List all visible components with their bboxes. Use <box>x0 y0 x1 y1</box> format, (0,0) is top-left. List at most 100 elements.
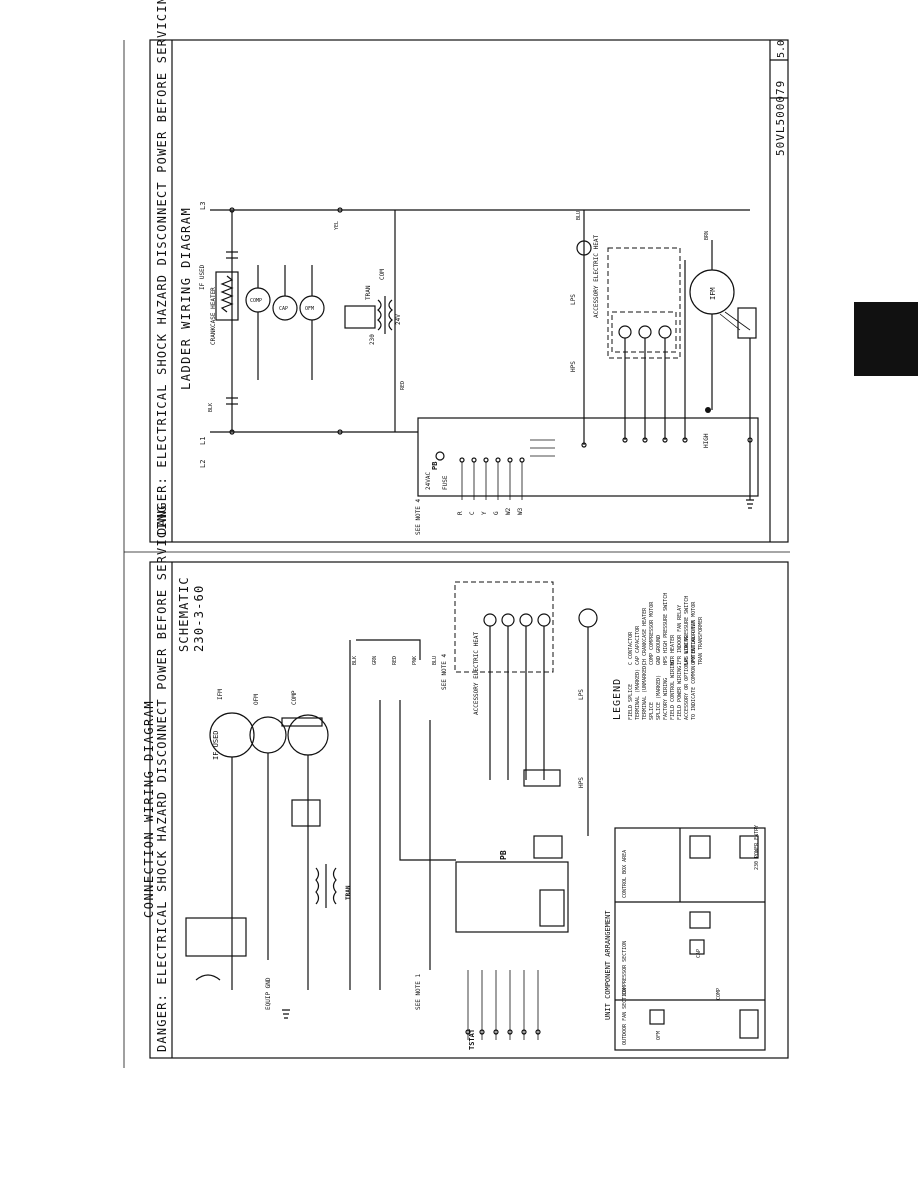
connection-danger-text: DANGER: ELECTRICAL SHOCK HAZARD DISCONNE… <box>155 504 169 1052</box>
conn-ofm-motor <box>249 716 287 754</box>
ladder-230-label: 230 <box>369 334 376 345</box>
ladder-l1-label: L1 <box>199 437 207 445</box>
ladder-contactor-coil <box>576 240 592 256</box>
arr-ofm: OFM <box>656 1031 662 1040</box>
arr-outdoor-fan-section: OUTDOOR FAN SECTION <box>622 988 628 1045</box>
legend-item: FIELD CONTROL WIRING <box>670 660 676 720</box>
conn-see-note-1: SEE NOTE 1 <box>415 973 422 1010</box>
ladder-tran-label: TRAN <box>365 285 372 300</box>
ladder-ifm-label: IFM <box>709 287 717 300</box>
schematic-label: SCHEMATIC <box>177 576 191 652</box>
legend-abbrev: COMP COMPRESSOR MOTOR <box>649 601 655 665</box>
legend-abbrev: CAP CAPACITOR <box>635 625 641 665</box>
ladder-tstat-terminals: R C Y G W2 W3 SEE NOTE 4 <box>415 462 524 535</box>
conn-wire-red: RED <box>392 656 398 665</box>
section-tab <box>854 302 918 376</box>
conn-see-note-4: SEE NOTE 4 <box>441 653 448 690</box>
conn-transformer: TRAN <box>315 864 352 908</box>
ladder-danger-text: DANGER: ELECTRICAL SHOCK HAZARD DISCONNE… <box>155 0 169 535</box>
ladder-cap-label: CAP <box>279 306 288 312</box>
legend-abbrev: C CONTACTOR <box>628 631 634 665</box>
legend-title: LEGEND <box>612 678 623 720</box>
legend-item: TO INDICATE COMMON POTENTIAL ONLY <box>691 621 697 720</box>
ladder-high-label: HIGH <box>703 433 710 448</box>
terminal-w2: W2 <box>505 507 512 515</box>
conn-ifm-label: IFM <box>217 689 224 700</box>
conn-wire-grn: GRN <box>372 656 378 665</box>
ladder-title: LADDER WIRING DIAGRAM <box>179 207 193 390</box>
ladder-wire-blu: BLU <box>576 211 582 220</box>
legend-abbrev: GND GROUND <box>656 635 662 665</box>
conn-lps-label: LPS <box>578 689 585 700</box>
arr-cap: CAP <box>696 949 702 958</box>
legend-item: SPLICE <box>649 702 655 720</box>
ladder-acc-heat-label: ACCESSORY ELECTRIC HEAT <box>593 235 600 318</box>
ladder-accessory-heat: ACCESSORY ELECTRIC HEAT <box>593 235 686 440</box>
conn-acc-heat-label: ACCESSORY ELECTRIC HEAT <box>473 632 480 715</box>
ladder-l2-label: L2 <box>199 460 207 468</box>
ladder-wire-red: RED <box>400 381 406 390</box>
if-used-label-1: IF USED <box>199 264 206 290</box>
ladder-lps-label: LPS <box>570 294 577 305</box>
conn-pb-board: PB SEE NOTE 1 <box>415 835 569 1010</box>
legend-item: FIELD POWER WIRING <box>677 666 683 720</box>
legend-abbrev: HTR HEATER <box>670 634 676 665</box>
terminal-c: C <box>469 511 476 515</box>
ladder-com-label: COM <box>379 269 386 280</box>
arr-control-box-area: CONTROL BOX AREA <box>622 850 628 898</box>
ladder-comp-label: COMP <box>250 298 262 304</box>
ladder-revision: 5.0 <box>776 40 787 58</box>
conn-equip-gnd: EQUIP GND <box>265 977 272 1010</box>
ladder-wire-yel: YEL <box>334 221 340 230</box>
arrangement-title: UNIT COMPONENT ARRANGEMENT <box>604 910 612 1020</box>
arr-power-entry: 230 POWER ENTRY <box>754 825 760 870</box>
legend-abbrev: CH CRANKCASE HEATER <box>642 607 648 665</box>
legend-item: ACCESSORY OR OPTIONAL WIRING <box>684 636 690 720</box>
connection-title: CONNECTION WIRING DIAGRAM <box>142 700 156 918</box>
terminal-y: Y <box>481 511 488 515</box>
terminal-r: R <box>457 511 464 515</box>
conn-hps-label: HPS <box>578 777 585 788</box>
arr-comp: COMP <box>716 988 722 1000</box>
ladder-doc-number: 50VL500079 <box>774 80 787 156</box>
unit-component-arrangement: UNIT COMPONENT ARRANGEMENT OUTDOOR FAN S… <box>604 825 766 1051</box>
legend-item: TERMINAL (UNMARKED) <box>642 663 648 720</box>
connection-panel: DANGER: ELECTRICAL SHOCK HAZARD DISCONNE… <box>142 504 789 1059</box>
ladder-wire-brn: BRN <box>704 231 710 240</box>
conn-ofm-label: OFM <box>253 694 260 705</box>
conn-wire-blk: BLK <box>352 656 358 665</box>
ladder-transformer: TRAN COM 230 24V <box>344 269 402 345</box>
legend-abbrev: LPS LOW PRESSURE SWITCH <box>684 596 690 665</box>
ladder-l3-label: L3 <box>199 202 207 210</box>
terminal-g: G <box>493 511 500 515</box>
ladder-pb-label: PB <box>431 462 439 470</box>
legend-item: FACTORY WIRING <box>663 678 669 720</box>
ladder-hps-label: HPS <box>570 361 577 372</box>
conn-tran-label: TRAN <box>345 885 352 900</box>
conn-pb-label: PB <box>499 850 508 860</box>
ladder-pb-board: 24VAC PB FUSE HIGH <box>417 407 759 497</box>
ladder-ground-symbol <box>746 499 754 509</box>
legend-abbrev: TRAN TRANSFORMER <box>698 616 704 665</box>
ladder-24vac-label: 24VAC <box>425 472 432 490</box>
conn-tstat-label: TSTAT <box>468 1029 476 1050</box>
legend-item: SPLICE (MARKED) <box>656 675 662 720</box>
conn-wire-pnk: PNK <box>412 656 418 665</box>
terminal-w3: W3 <box>517 507 524 515</box>
ladder-fuse-label: FUSE <box>442 475 449 490</box>
ladder-panel: DANGER: ELECTRICAL SHOCK HAZARD DISCONNE… <box>149 0 789 543</box>
conn-comp-label: COMP <box>291 690 298 705</box>
crankcase-heater: CRANKCASE HEATER IF USED <box>199 264 239 345</box>
ladder-24v-label: 24V <box>395 314 402 325</box>
conn-tstat: TSTAT <box>465 970 541 1050</box>
crankcase-heater-label: CRANKCASE HEATER <box>210 287 217 345</box>
ladder-ofm-label: OFM <box>305 306 314 312</box>
arr-compressor-section: COMPRESSOR SECTION <box>622 941 628 995</box>
conn-if-used-label: IF USED <box>212 730 220 760</box>
legend-item: TERMINAL (MARKED) <box>635 669 641 720</box>
legend-abbrev: OFM OUTDOOR FAN MOTOR <box>691 601 697 665</box>
schematic-number: 230-3-60 <box>192 585 206 652</box>
